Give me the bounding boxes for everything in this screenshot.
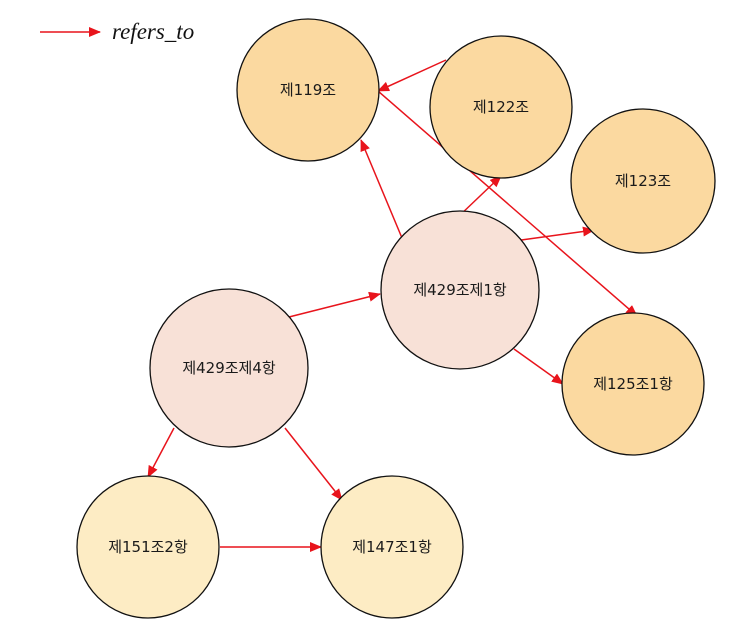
edge-n429_1-to-n125_1 (513, 348, 564, 385)
node-n125_1: 제125조1항 (561, 312, 705, 456)
node-circle (429, 35, 573, 179)
legend-label: refers_to (112, 19, 194, 44)
edge-n122-to-n119 (377, 59, 447, 92)
node-circle (320, 475, 464, 619)
node-label: 제151조2항 (108, 538, 188, 556)
node-label: 제429조제4항 (182, 359, 276, 377)
node-label: 제123조 (615, 172, 671, 190)
node-n122: 제122조 (429, 35, 573, 179)
node-circle (380, 210, 540, 370)
edges (147, 59, 638, 552)
node-label: 제429조제1항 (413, 281, 507, 299)
node-n429_4: 제429조제4항 (149, 288, 309, 448)
node-label: 제122조 (473, 98, 529, 116)
edge-n429_1-to-n123 (513, 226, 595, 242)
node-n151_2: 제151조2항 (76, 475, 220, 619)
legend: refers_to (40, 19, 194, 44)
node-circle (570, 108, 716, 254)
edge-n429_4-to-n429_1 (284, 291, 381, 319)
node-circle (236, 18, 380, 162)
node-circle (561, 312, 705, 456)
node-circle (76, 475, 220, 619)
edge-n429_4-to-n151_2 (147, 427, 175, 478)
edge-n119-to-n125_1 (377, 90, 638, 317)
edge-n429_1-to-n122 (457, 175, 502, 218)
edge-n429_1-to-n119 (360, 139, 403, 239)
node-n123: 제123조 (570, 108, 716, 254)
node-label: 제119조 (280, 81, 336, 99)
node-n119: 제119조 (236, 18, 380, 162)
node-n147_1: 제147조1항 (320, 475, 464, 619)
node-label: 제147조1항 (352, 538, 432, 556)
node-n429_1: 제429조제1항 (380, 210, 540, 370)
node-label: 제125조1항 (593, 375, 673, 393)
nodes: 제119조제122조제123조제429조제1항제429조제4항제125조1항제1… (76, 18, 716, 619)
node-circle (149, 288, 309, 448)
edge-n429_4-to-n147_1 (284, 427, 343, 501)
